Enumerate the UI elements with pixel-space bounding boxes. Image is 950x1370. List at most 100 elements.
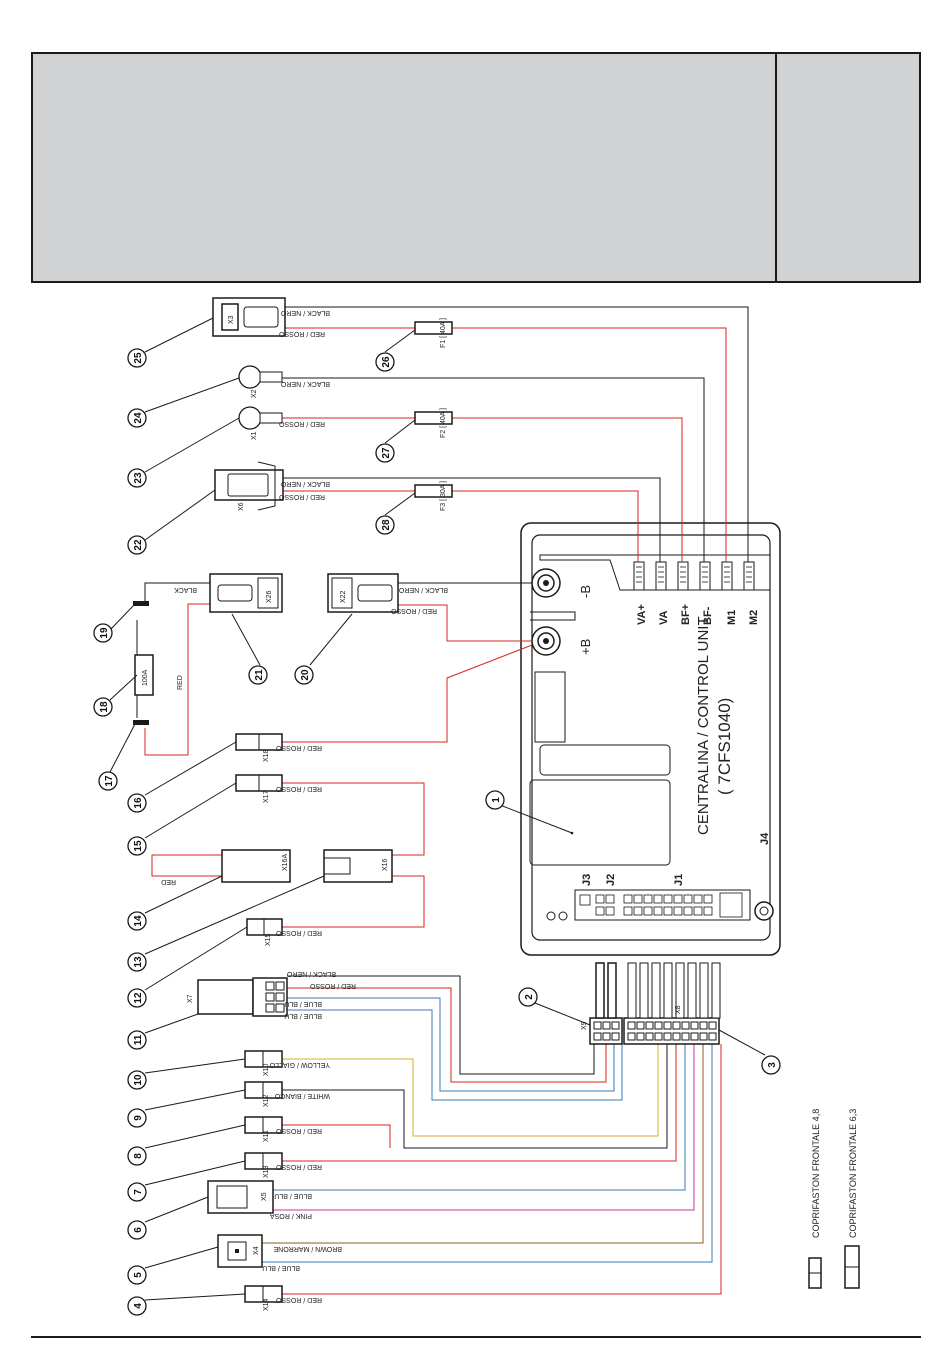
wire-label-x22-red: RED / ROSSO — [391, 607, 437, 614]
callout-28: 28 — [375, 515, 395, 535]
callout-9: 9 — [127, 1108, 147, 1128]
wire-label-x3-black: BLACK / NERO — [280, 309, 330, 316]
label-x4: X4 — [253, 1246, 260, 1255]
wire-label-x11-red: RED / ROSSO — [276, 1127, 322, 1134]
wire-label-x18-red: RED / ROSSO — [276, 744, 322, 751]
svg-text:13: 13 — [133, 956, 144, 968]
callout-27: 27 — [375, 443, 395, 463]
callout-19: 19 — [93, 623, 113, 643]
control-unit-model: ( 7CFS1040) — [715, 698, 734, 795]
label-x12: X12 — [263, 1094, 270, 1107]
terminal-neg-label: -B — [578, 585, 593, 598]
wire-label-x2-black: BLACK / NERO — [280, 380, 330, 387]
label-x13: X13 — [263, 1165, 270, 1178]
label-x10: X10 — [263, 1063, 270, 1076]
svg-text:25: 25 — [133, 352, 144, 364]
callout-23: 23 — [127, 468, 147, 488]
callout-13: 13 — [127, 952, 147, 972]
label-x26: X26 — [266, 590, 273, 603]
pin-m2: M2 — [748, 610, 760, 625]
wire-label-x15-red: RED / ROSSO — [276, 929, 322, 936]
pin-va: VA — [658, 610, 670, 625]
label-fuse-100a: 100A — [142, 669, 149, 686]
legend-item-63: COPRIFASTON FRONTALE 6,3 — [848, 1109, 858, 1238]
svg-text:26: 26 — [381, 356, 392, 368]
svg-text:18: 18 — [99, 701, 110, 713]
pin-m1: M1 — [726, 610, 738, 625]
callout-20: 20 — [294, 665, 314, 685]
wire-label-x4-blue: BLUE / BLU — [262, 1264, 300, 1271]
svg-text:17: 17 — [104, 775, 115, 787]
label-x14: X14 — [263, 1298, 270, 1311]
pin-va-plus: VA+ — [636, 604, 648, 625]
wire-label-x14-red: RED / ROSSO — [276, 1296, 322, 1303]
title-block-divider — [775, 52, 777, 283]
label-x1: X1 — [251, 431, 258, 440]
svg-text:28: 28 — [381, 519, 392, 531]
svg-text:8: 8 — [133, 1153, 144, 1159]
label-x7: X7 — [187, 994, 194, 1003]
label-x15: X15 — [265, 933, 272, 946]
svg-text:24: 24 — [133, 412, 144, 424]
svg-text:12: 12 — [133, 992, 144, 1004]
svg-text:5: 5 — [133, 1272, 144, 1278]
control-unit-labels: CENTRALINA / CONTROL UNIT ( 7CFS1040) -B… — [578, 585, 771, 886]
label-x11: X11 — [263, 1130, 270, 1142]
callout-25: 25 — [127, 348, 147, 368]
svg-text:20: 20 — [300, 669, 311, 681]
bottom-wires — [262, 975, 722, 1295]
legend-item-48: COPRIFASTON FRONTALE 4,8 — [811, 1109, 821, 1238]
wire-label-x22-black: BLACK / NERO — [398, 586, 448, 593]
connector-j4: J4 — [759, 832, 771, 845]
callout-5: 5 — [127, 1265, 147, 1285]
svg-text:22: 22 — [133, 539, 144, 551]
top-wires — [136, 306, 749, 928]
callout-21: 21 — [248, 665, 268, 685]
callout-12: 12 — [127, 988, 147, 1008]
svg-text:16: 16 — [133, 797, 144, 809]
callout-7: 7 — [127, 1182, 147, 1202]
label-f2: F2 [ 40A ] — [440, 408, 447, 438]
wire-label-x4-brown: BROWN / MARRONE — [273, 1245, 342, 1252]
svg-text:23: 23 — [133, 472, 144, 484]
wire-label-x7-blue-2: BLUE / BLU — [284, 1012, 322, 1019]
svg-text:27: 27 — [381, 447, 392, 459]
wire-label-x17-red: RED / ROSSO — [276, 785, 322, 792]
wire-label-x5-blue: BLUE / BLU — [274, 1192, 312, 1199]
svg-text:11: 11 — [133, 1034, 144, 1045]
wire-label-x7-blue-1: BLUE / BLU — [284, 1000, 322, 1007]
svg-text:14: 14 — [133, 915, 144, 927]
svg-text:2: 2 — [524, 994, 535, 1000]
label-x16: X16 — [382, 858, 389, 871]
wire-label-x3-red: RED / ROSSO — [279, 330, 325, 337]
svg-text:7: 7 — [133, 1189, 144, 1195]
callout-1: 1 — [485, 790, 505, 810]
wire-label-x26-red: RED — [177, 675, 184, 690]
wire-labels: BLACK / NERO RED / ROSSO BLACK / NERO RE… — [161, 309, 448, 1303]
svg-text:9: 9 — [133, 1115, 144, 1121]
svg-text:4: 4 — [133, 1303, 144, 1309]
label-x9: X9 — [581, 1021, 588, 1030]
label-x3: X3 — [228, 315, 235, 324]
pin-bf-minus: BF- — [702, 606, 714, 625]
component-labels: X3 X2 X1 X6 X26 X22 100A X18 X17 X16A X1… — [142, 315, 682, 1311]
label-f1: F1 [ 40A ] — [440, 318, 447, 348]
callout-22: 22 — [127, 535, 147, 555]
callout-24: 24 — [127, 408, 147, 428]
callout-18: 18 — [93, 697, 113, 717]
legend: COPRIFASTON FRONTALE 4,8 COPRIFASTON FRO… — [808, 1109, 860, 1289]
wire-label-x13-red: RED / ROSSO — [276, 1163, 322, 1170]
callout-8: 8 — [127, 1146, 147, 1166]
svg-text:10: 10 — [133, 1074, 144, 1086]
svg-text:6: 6 — [133, 1227, 144, 1233]
connector-j2: J2 — [605, 874, 617, 886]
callout-11: 11 — [127, 1030, 147, 1050]
label-x6: X6 — [238, 502, 245, 511]
control-unit — [520, 522, 781, 956]
title-block — [31, 52, 921, 283]
wire-label-x12-white: WHITE / BIANCO — [274, 1092, 330, 1099]
connector-j1: J1 — [673, 874, 685, 886]
bottom-rule — [31, 1336, 921, 1338]
callout-16: 16 — [127, 793, 147, 813]
